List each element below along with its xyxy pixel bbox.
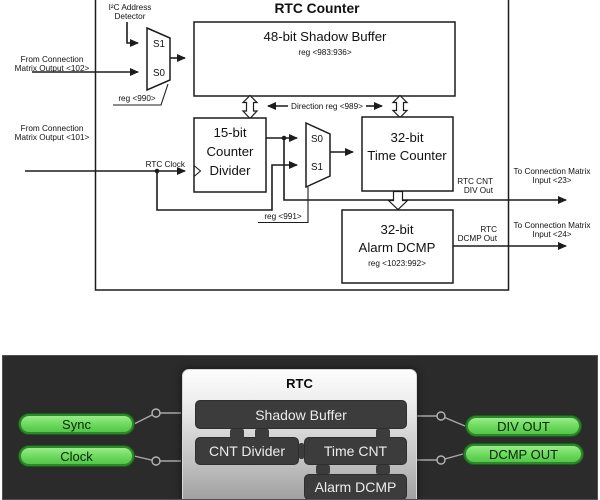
div-out-connector-node[interactable] (436, 411, 446, 421)
counter-divider-line2: Counter (207, 144, 255, 159)
to-matrix-23-label: To Connection Matrix (514, 167, 591, 176)
shadow-buffer-reg: reg <983:936> (298, 48, 351, 57)
connector-nub (376, 465, 390, 474)
connector-nub (299, 443, 304, 459)
shadow-buffer-title: 48-bit Shadow Buffer (264, 29, 388, 44)
block-cnt-divider[interactable]: CNT Divider (195, 437, 299, 465)
rtc-dcmp-out-label-2: DCMP Out (458, 234, 498, 243)
reg-990-label: reg <990> (118, 94, 156, 103)
input-101-label-2: Matrix Output <101> (15, 133, 90, 142)
alarm-dcmp-line1: 32-bit (381, 222, 414, 237)
mux1-s0-label: S0 (153, 68, 166, 79)
block-shadow-buffer[interactable]: Shadow Buffer (195, 400, 407, 429)
rtc-clock-label: RTC Clock (146, 160, 186, 169)
sync-connector-node[interactable] (151, 408, 161, 418)
rtc-cnt-div-out-label: RTC CNT (457, 177, 493, 186)
to-matrix-24-label: To Connection Matrix (514, 221, 591, 230)
alarm-dcmp-reg: reg <1023:992> (368, 259, 426, 268)
rtc-dcmp-out-label: RTC (480, 225, 497, 234)
connection-wires (133, 408, 466, 466)
clock-connector-node[interactable] (151, 456, 161, 466)
time-counter-input-mux (305, 121, 331, 189)
rtc-cnt-div-out-label-2: DIV Out (464, 186, 494, 195)
rtc-cnt-div-out-wire (283, 138, 567, 204)
port-clock[interactable]: Clock (19, 446, 134, 466)
to-matrix-23-label-2: Input <23> (532, 176, 571, 185)
input-101-label: From Connection (21, 124, 84, 133)
block-time-cnt[interactable]: Time CNT (304, 437, 407, 465)
port-dcmp-out[interactable]: DCMP OUT (464, 444, 583, 464)
port-clock-label: Clock (60, 448, 93, 464)
input-102-label: From Connection (21, 55, 84, 64)
time-counter-line1: 32-bit (391, 130, 424, 145)
counter-divider-box (193, 117, 267, 193)
rtc-node[interactable]: RTC Shadow Buffer CNT Divider Time CNT A… (182, 369, 417, 499)
reg-990-connector (113, 83, 169, 106)
port-sync-label: Sync (62, 416, 91, 432)
reg-991-connector (258, 187, 309, 224)
mux2-s1-label: S1 (311, 162, 323, 173)
time-counter-line2: Time Counter (367, 148, 447, 163)
i2c-address-detector-label: I²C Address (109, 3, 152, 12)
clock-bypass-wire (156, 161, 298, 211)
rtc-counter-block-diagram: RTC Counter I²C Address Detector From Co… (15, 0, 591, 291)
connector-nub (230, 429, 244, 438)
counter-divider-line3: Divider (209, 163, 251, 178)
shadow-input-mux (146, 26, 171, 92)
port-dcmp-out-label: DCMP OUT (488, 446, 559, 462)
input-102-label-2: Matrix Output <102> (15, 64, 90, 73)
connector-nub (255, 429, 269, 438)
to-matrix-24-label-2: Input <24> (532, 230, 571, 239)
rtc-node-title: RTC (286, 376, 313, 391)
alarm-dcmp-line2: Alarm DCMP (359, 240, 436, 255)
time-counter-box (361, 116, 454, 192)
mux1-s1-label: S1 (153, 39, 165, 50)
connector-nub (376, 429, 390, 438)
time-to-alarm-arrow (386, 190, 410, 211)
alarm-dcmp-box (341, 209, 454, 284)
diagram-title: RTC Counter (274, 1, 360, 16)
rtc-node-editor-panel: RTC Shadow Buffer CNT Divider Time CNT A… (2, 355, 598, 500)
direction-reg-label: Direction reg <989> (291, 102, 363, 111)
port-sync[interactable]: Sync (19, 414, 134, 434)
mux2-s0-label: S0 (311, 134, 324, 145)
clock-input-chevron (193, 165, 202, 177)
counter-divider-line1: 15-bit (214, 125, 247, 140)
dcmp-out-connector-node[interactable] (436, 455, 446, 465)
port-div-out[interactable]: DIV OUT (466, 416, 581, 436)
port-div-out-label: DIV OUT (497, 418, 550, 434)
connector-nub (316, 465, 330, 474)
block-alarm-dcmp[interactable]: Alarm DCMP (304, 474, 407, 499)
reg-991-label: reg <991> (264, 212, 302, 221)
i2c-address-detector-label-2: Detector (115, 12, 146, 21)
i2c-to-mux-wire (126, 22, 139, 47)
shadow-buffer-box (193, 21, 456, 97)
